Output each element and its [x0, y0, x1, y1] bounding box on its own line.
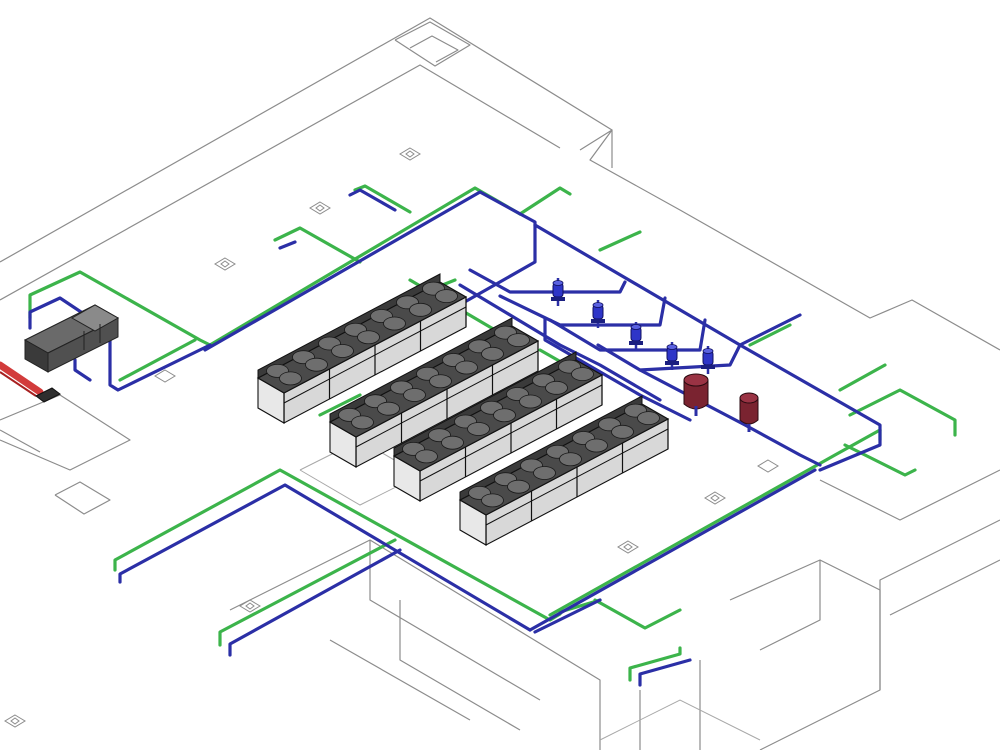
supply-pipe-18 [598, 230, 642, 252]
fan [481, 493, 504, 508]
pump-1 [551, 278, 565, 306]
return-pipe-19 [73, 358, 92, 382]
return-pipe-4 [468, 268, 627, 294]
expansion-tank-1 [683, 373, 709, 416]
roof-drain-5 [704, 491, 726, 505]
chiller-1 [256, 273, 468, 424]
return-pipe-8 [738, 343, 882, 472]
roof-drain-7 [239, 599, 261, 613]
roof-drain-3 [214, 257, 236, 271]
roof-drain-6 [617, 540, 639, 554]
fan [429, 374, 452, 389]
return-pipe-7 [596, 343, 742, 372]
pump-2 [591, 300, 605, 328]
fan [351, 415, 374, 430]
fan [305, 357, 328, 372]
fan [507, 333, 530, 348]
expansion-tank-2 [739, 392, 759, 432]
fan [279, 371, 302, 386]
return-pipe-6 [548, 318, 707, 352]
supply-pipe-16 [843, 443, 917, 477]
return-pipe-3 [533, 223, 802, 347]
supply-piping [28, 184, 957, 682]
supply-pipe-3 [273, 226, 362, 264]
fan [519, 394, 542, 409]
supply-pipe-9 [548, 428, 882, 617]
return-pipe-11 [228, 548, 402, 657]
fan [331, 344, 354, 358]
return-pipe-17 [348, 188, 397, 212]
return-pipe-15 [543, 316, 692, 422]
roof-drain-1 [399, 147, 421, 161]
chiller-3 [392, 351, 604, 502]
return-piping [28, 188, 882, 687]
fan [467, 422, 490, 436]
fan [493, 408, 516, 423]
return-pipe-16 [458, 283, 662, 402]
air-handling-unit [23, 304, 120, 373]
fan [611, 424, 634, 439]
fan [377, 401, 400, 416]
roof-drain-9 [757, 459, 779, 473]
fan [455, 360, 478, 375]
pump-5 [701, 346, 715, 374]
fan [559, 452, 582, 467]
return-pipe-5 [498, 294, 667, 327]
supply-pipe-15 [848, 388, 957, 437]
fan [507, 479, 530, 494]
supply-pipe-13 [748, 323, 792, 347]
roof-drain-8 [4, 714, 26, 728]
roof-drain-2 [309, 201, 331, 215]
return-pipe-2 [203, 190, 537, 352]
fan [533, 466, 556, 480]
chiller-4 [458, 395, 670, 546]
red-feed-line [0, 361, 61, 403]
pump-4 [665, 342, 679, 370]
fan [403, 388, 426, 402]
supply-pipe-20 [318, 393, 362, 417]
supply-pipe-5 [118, 338, 197, 382]
fan [481, 346, 504, 361]
fan [545, 380, 568, 395]
return-pipe-14 [638, 658, 692, 687]
roof-drains [4, 147, 779, 728]
fan [435, 289, 458, 304]
return-pipe-13 [533, 598, 602, 634]
supply-pipe-2 [518, 186, 572, 216]
pump-3 [629, 322, 643, 350]
fan [383, 316, 406, 331]
supply-pipe-10 [593, 598, 682, 630]
chiller-bank [256, 273, 670, 546]
fan [441, 435, 464, 450]
return-pipe-9 [638, 368, 822, 467]
fan [357, 330, 380, 345]
fan [637, 411, 660, 426]
supply-pipe-14 [838, 363, 887, 392]
return-pipe-18 [278, 240, 297, 250]
fan [409, 302, 432, 317]
supply-pipe-4 [353, 184, 412, 214]
roof-drain-4 [154, 369, 176, 383]
supply-pipe-8 [218, 538, 397, 647]
return-pipe-10 [118, 483, 532, 632]
supply-pipe-1 [28, 186, 522, 347]
fan [585, 438, 608, 453]
building-outline [0, 17, 1000, 750]
return-pipe-12 [528, 468, 817, 632]
supply-pipe-11 [628, 646, 682, 682]
pump-group [551, 278, 715, 374]
chiller-2 [328, 317, 540, 468]
fan [571, 367, 594, 382]
fan [415, 449, 438, 464]
expansion-tanks [683, 373, 759, 432]
